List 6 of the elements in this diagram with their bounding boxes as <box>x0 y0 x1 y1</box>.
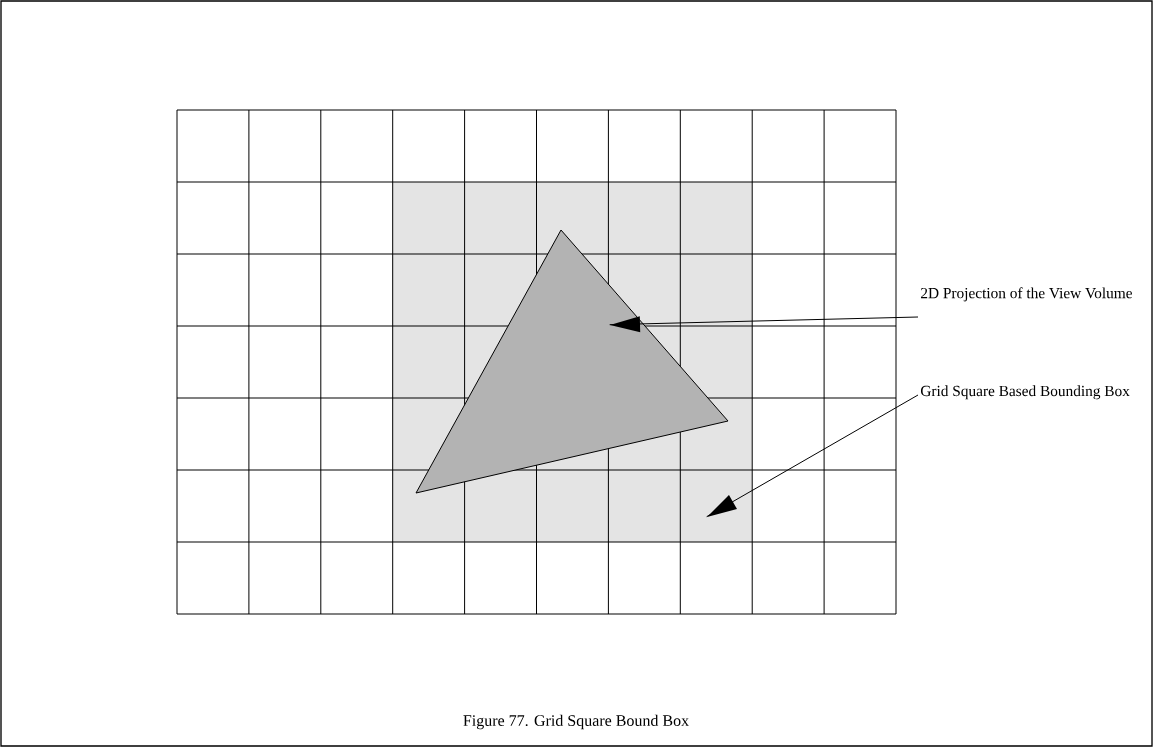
leader-arrow <box>706 394 919 518</box>
callout-text: 2D Projection of the View Volume <box>921 287 1132 302</box>
triangle <box>415 229 729 494</box>
callout-text: Grid Square Based Bounding Box <box>920 385 1130 400</box>
leader-arrow <box>609 316 919 333</box>
figure-caption: Figure 77. Grid Square Bound Box <box>463 714 689 730</box>
